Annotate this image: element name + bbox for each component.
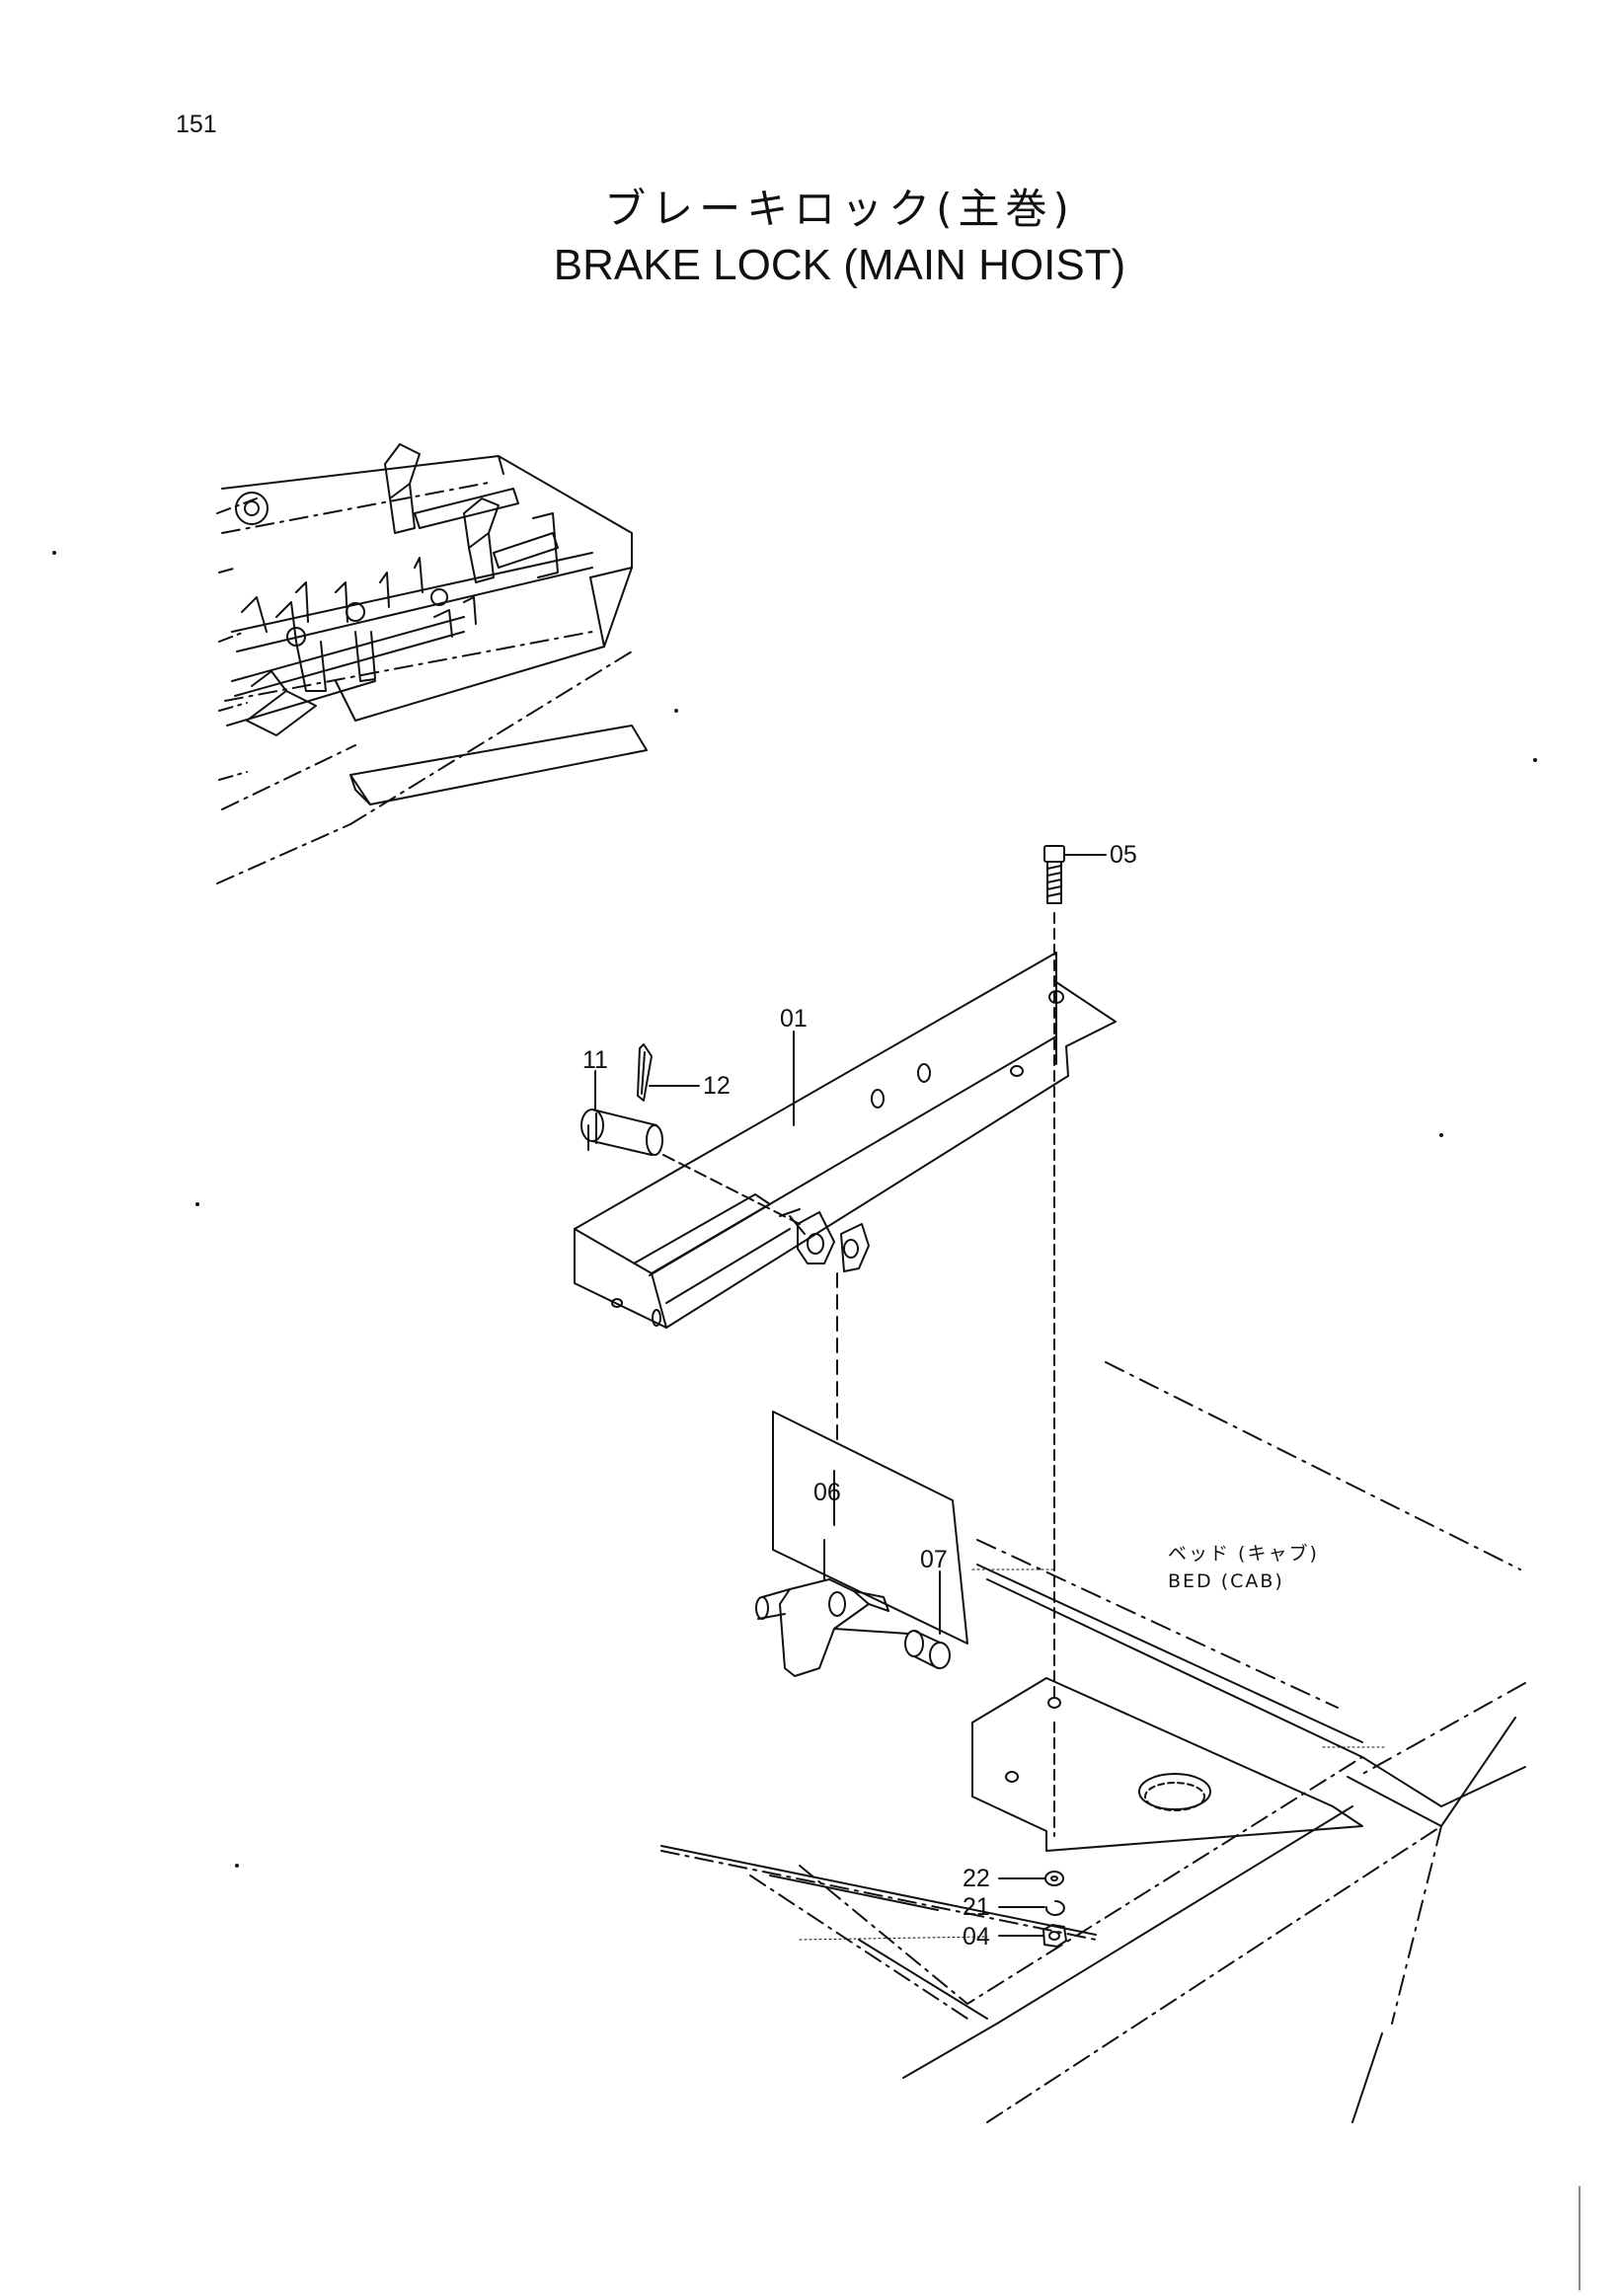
nut-04 (998, 1924, 1067, 1948)
callout-12: 12 (703, 1072, 731, 1100)
console-inset-drawing (216, 443, 648, 884)
bed-label-english: BED (CAB) (1168, 1570, 1284, 1592)
bolt-05 (1043, 845, 1107, 904)
title-english: BRAKE LOCK (MAIN HOIST) (553, 241, 1126, 289)
callout-22: 22 (963, 1865, 990, 1892)
lock-plate (772, 1272, 968, 1645)
lock-lever-06 (755, 1578, 909, 1677)
lock-washer-21 (998, 1900, 1065, 1916)
title-japanese: ブレーキロック(主巻) (604, 185, 1075, 233)
bed-label-japanese: ベッド (キャブ) (1168, 1542, 1319, 1565)
cotter-pin-12 (637, 1043, 700, 1102)
page-number: 151 (176, 111, 217, 138)
callout-05: 05 (1110, 841, 1137, 869)
callout-07: 07 (920, 1546, 948, 1573)
pin-11 (580, 1070, 663, 1156)
bushing-07 (904, 1570, 951, 1669)
washer-22 (998, 1871, 1064, 1886)
callout-01: 01 (780, 1005, 808, 1033)
pin-axis-line (662, 1154, 801, 1225)
callout-11: 11 (582, 1046, 608, 1074)
bed-frame (660, 1361, 1526, 2123)
callout-04: 04 (963, 1923, 990, 1951)
callout-06: 06 (813, 1479, 841, 1506)
bracket-01 (574, 952, 1117, 1329)
callout-21: 21 (963, 1893, 990, 1921)
